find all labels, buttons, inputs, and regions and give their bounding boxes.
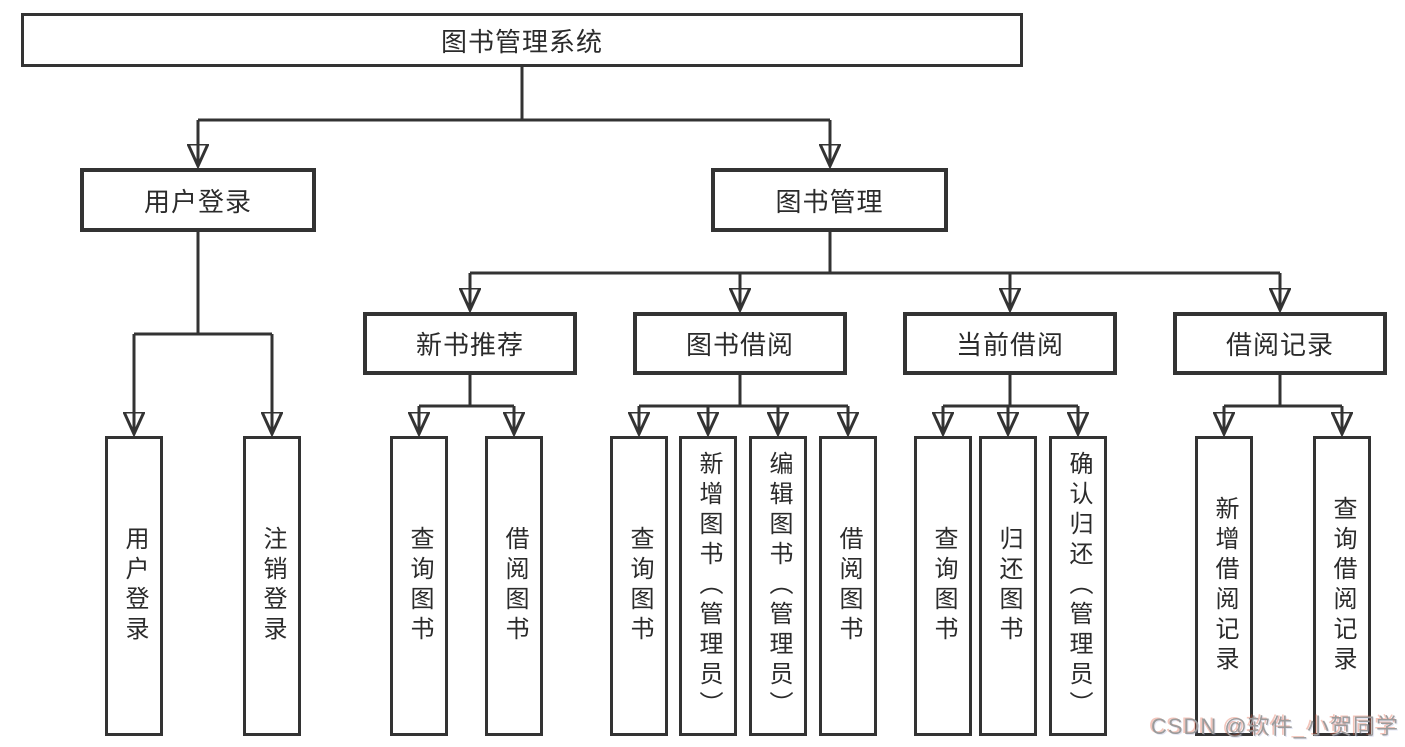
leaf-query-book-recommend-label: 查询图书 — [406, 526, 433, 646]
wire-bookmgmt-split — [470, 232, 1280, 275]
leaf-confirm-return-admin: 确认归还（管理员） — [1049, 436, 1107, 736]
wire-userlogin-split — [134, 232, 272, 336]
node-book-management: 图书管理 — [711, 168, 948, 232]
leaf-borrow-book-recommend-label: 借阅图书 — [501, 526, 528, 646]
node-book-management-label: 图书管理 — [775, 186, 884, 217]
node-current-borrowing-label: 当前借阅 — [955, 330, 1064, 360]
node-book-borrowing-label: 图书借阅 — [685, 330, 794, 360]
leaf-return-book: 归还图书 — [979, 436, 1037, 736]
leaf-confirm-return-admin-label: 确认归还（管理员） — [1065, 451, 1092, 721]
leaf-query-book-current-label: 查询图书 — [930, 526, 957, 646]
leaf-logout-label: 注销登录 — [259, 526, 286, 646]
node-new-book-recommend-label: 新书推荐 — [415, 330, 524, 360]
node-user-login-label: 用户登录 — [143, 186, 252, 217]
leaf-add-borrow-record-label: 新增借阅记录 — [1211, 496, 1238, 676]
leaf-user-login-label: 用户登录 — [121, 526, 148, 646]
leaf-add-borrow-record: 新增借阅记录 — [1195, 436, 1253, 736]
leaf-borrow-book: 借阅图书 — [819, 436, 877, 736]
node-new-book-recommend: 新书推荐 — [363, 312, 577, 375]
wire-current-split — [943, 375, 1078, 408]
leaf-borrow-book-label: 借阅图书 — [835, 526, 862, 646]
wire-newrec-split — [419, 375, 514, 408]
node-borrowing-records: 借阅记录 — [1173, 312, 1387, 375]
leaf-add-book-admin-label: 新增图书（管理员） — [695, 451, 722, 721]
node-current-borrowing: 当前借阅 — [903, 312, 1117, 375]
leaf-edit-book-admin-label: 编辑图书（管理员） — [765, 451, 792, 721]
wire-root-split — [198, 66, 830, 122]
leaf-query-borrow-record: 查询借阅记录 — [1313, 436, 1371, 736]
leaf-query-book-borrowing-label: 查询图书 — [626, 526, 653, 646]
leaf-user-login: 用户登录 — [105, 436, 163, 736]
leaf-add-book-admin: 新增图书（管理员） — [679, 436, 737, 736]
watermark: CSDN @软件_小贺同学 — [1150, 714, 1399, 739]
node-book-borrowing: 图书借阅 — [633, 312, 847, 375]
node-root-label: 图书管理系统 — [440, 26, 603, 57]
node-borrowing-records-label: 借阅记录 — [1225, 330, 1334, 360]
leaf-query-book-borrowing: 查询图书 — [610, 436, 668, 736]
leaf-query-borrow-record-label: 查询借阅记录 — [1329, 496, 1356, 676]
wire-records-split — [1224, 375, 1342, 408]
node-user-login: 用户登录 — [80, 168, 316, 232]
node-root: 图书管理系统 — [21, 13, 1023, 67]
leaf-query-book-current: 查询图书 — [914, 436, 972, 736]
leaf-logout: 注销登录 — [243, 436, 301, 736]
leaf-edit-book-admin: 编辑图书（管理员） — [749, 436, 807, 736]
leaf-query-book-recommend: 查询图书 — [390, 436, 448, 736]
leaf-borrow-book-recommend: 借阅图书 — [485, 436, 543, 736]
leaf-return-book-label: 归还图书 — [995, 526, 1022, 646]
wire-borrowing-split — [639, 375, 848, 408]
